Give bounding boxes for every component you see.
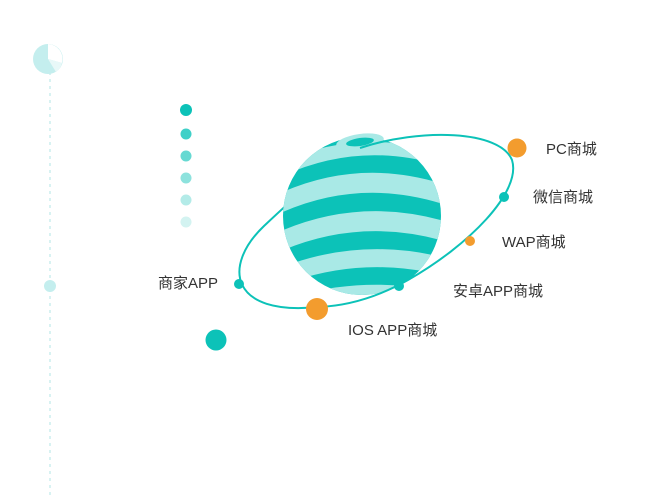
android-node (394, 281, 404, 291)
android-label: 安卓APP商城 (453, 283, 544, 300)
merchant-node (234, 279, 244, 289)
wechat-label: 微信商城 (533, 189, 594, 206)
large-teal-dot (205, 329, 227, 351)
ios-label: IOS APP商城 (348, 322, 438, 339)
merchant-label: 商家APP (158, 275, 219, 292)
decorative-dots (180, 104, 192, 228)
ios-node (306, 298, 328, 320)
wechat-node (499, 192, 509, 202)
pc-label: PC商城 (546, 141, 597, 158)
wap-label: WAP商城 (502, 234, 566, 251)
striped-planet (283, 133, 441, 295)
timeline-dot (44, 280, 56, 292)
pc-node (507, 138, 527, 158)
wap-node (465, 236, 475, 246)
pie-chart-icon (33, 44, 63, 74)
